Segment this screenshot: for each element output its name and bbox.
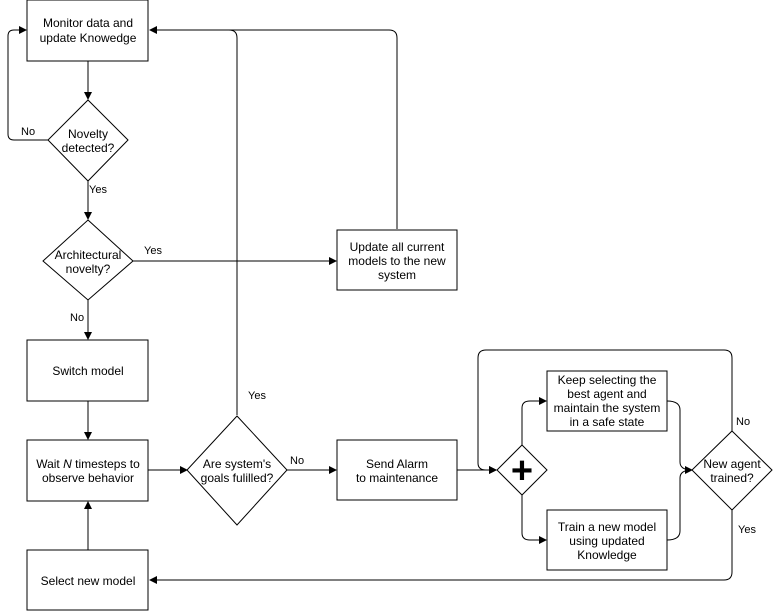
edge-trained-no-loop: [477, 349, 733, 474]
label-trained-yes: Yes: [738, 524, 756, 536]
label-arch-yes: Yes: [144, 245, 162, 257]
process-switch-model: Switch model: [26, 339, 149, 402]
label-goals-yes: Yes: [248, 390, 266, 402]
parallel-gateway: +: [496, 444, 548, 496]
edge-goals-yes: [228, 29, 238, 415]
edge-train-to-trained: [666, 466, 693, 541]
edge-novelty-no-loop: [7, 26, 48, 141]
label-novelty-no: No: [21, 126, 35, 138]
label-goals-no: No: [290, 455, 304, 467]
label-novelty-yes: Yes: [89, 184, 107, 196]
edge-gateway-to-keep: [521, 397, 547, 445]
edge-keep-to-trained: [666, 400, 693, 471]
label-arch-no: No: [70, 312, 84, 324]
plus-icon: +: [511, 450, 533, 492]
svg-text:Switch model: Switch model: [52, 364, 123, 378]
label-trained-no: No: [736, 416, 750, 428]
connectors: [7, 26, 733, 584]
edge-trained-yes: [149, 510, 733, 584]
edge-labels: No Yes Yes No Yes No No Yes: [21, 126, 756, 536]
edge-update-to-monitor: [149, 26, 398, 229]
edge-gateway-to-train: [521, 495, 547, 544]
svg-text:Select new model: Select new model: [41, 574, 136, 588]
process-select-new-model: Select new model: [26, 549, 149, 611]
